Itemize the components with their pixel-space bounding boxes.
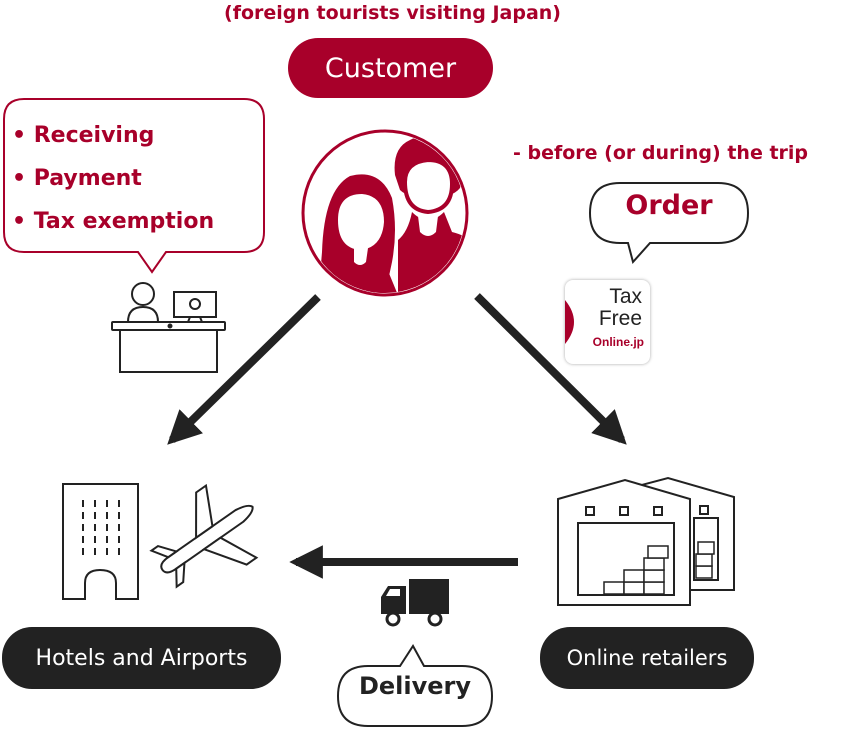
logo-red-crescent-icon	[565, 300, 574, 344]
hotel-building-icon	[62, 483, 139, 600]
order-label: Order	[625, 190, 713, 221]
logo-line-tax: Tax	[609, 285, 642, 308]
delivery-label: Delivery	[358, 672, 472, 700]
delivery-speech-bubble	[336, 644, 494, 727]
warehouse-icon	[557, 476, 735, 606]
arrow-customer-to-hotels	[167, 294, 321, 445]
customer-label: Customer	[288, 38, 493, 98]
online-retailers-label: Online retailers	[540, 627, 754, 689]
order-speech-bubble	[588, 182, 750, 265]
delivery-truck-icon	[381, 579, 449, 627]
service-item-payment: • Payment	[12, 166, 142, 191]
reception-desk-icon	[111, 282, 226, 373]
service-item-tax-exemption: • Tax exemption	[12, 209, 215, 234]
customer-subtitle: (foreign tourists visiting Japan)	[224, 2, 561, 24]
logo-line-online: Online.jp	[592, 335, 644, 349]
order-timing-text: - before (or during) the trip	[513, 142, 809, 164]
airplane-icon	[149, 483, 259, 589]
tax-free-online-logo: Tax Free Online.jp	[565, 280, 650, 364]
service-item-receiving: • Receiving	[12, 123, 155, 148]
arrow-customer-to-retailers	[474, 293, 627, 445]
services-list: • Receiving • Payment • Tax exemption	[12, 115, 214, 244]
logo-line-free: Free	[598, 307, 642, 330]
customer-avatar-icon	[301, 129, 469, 297]
hotels-airports-label: Hotels and Airports	[2, 627, 281, 689]
services-speech-bubble	[3, 98, 265, 274]
